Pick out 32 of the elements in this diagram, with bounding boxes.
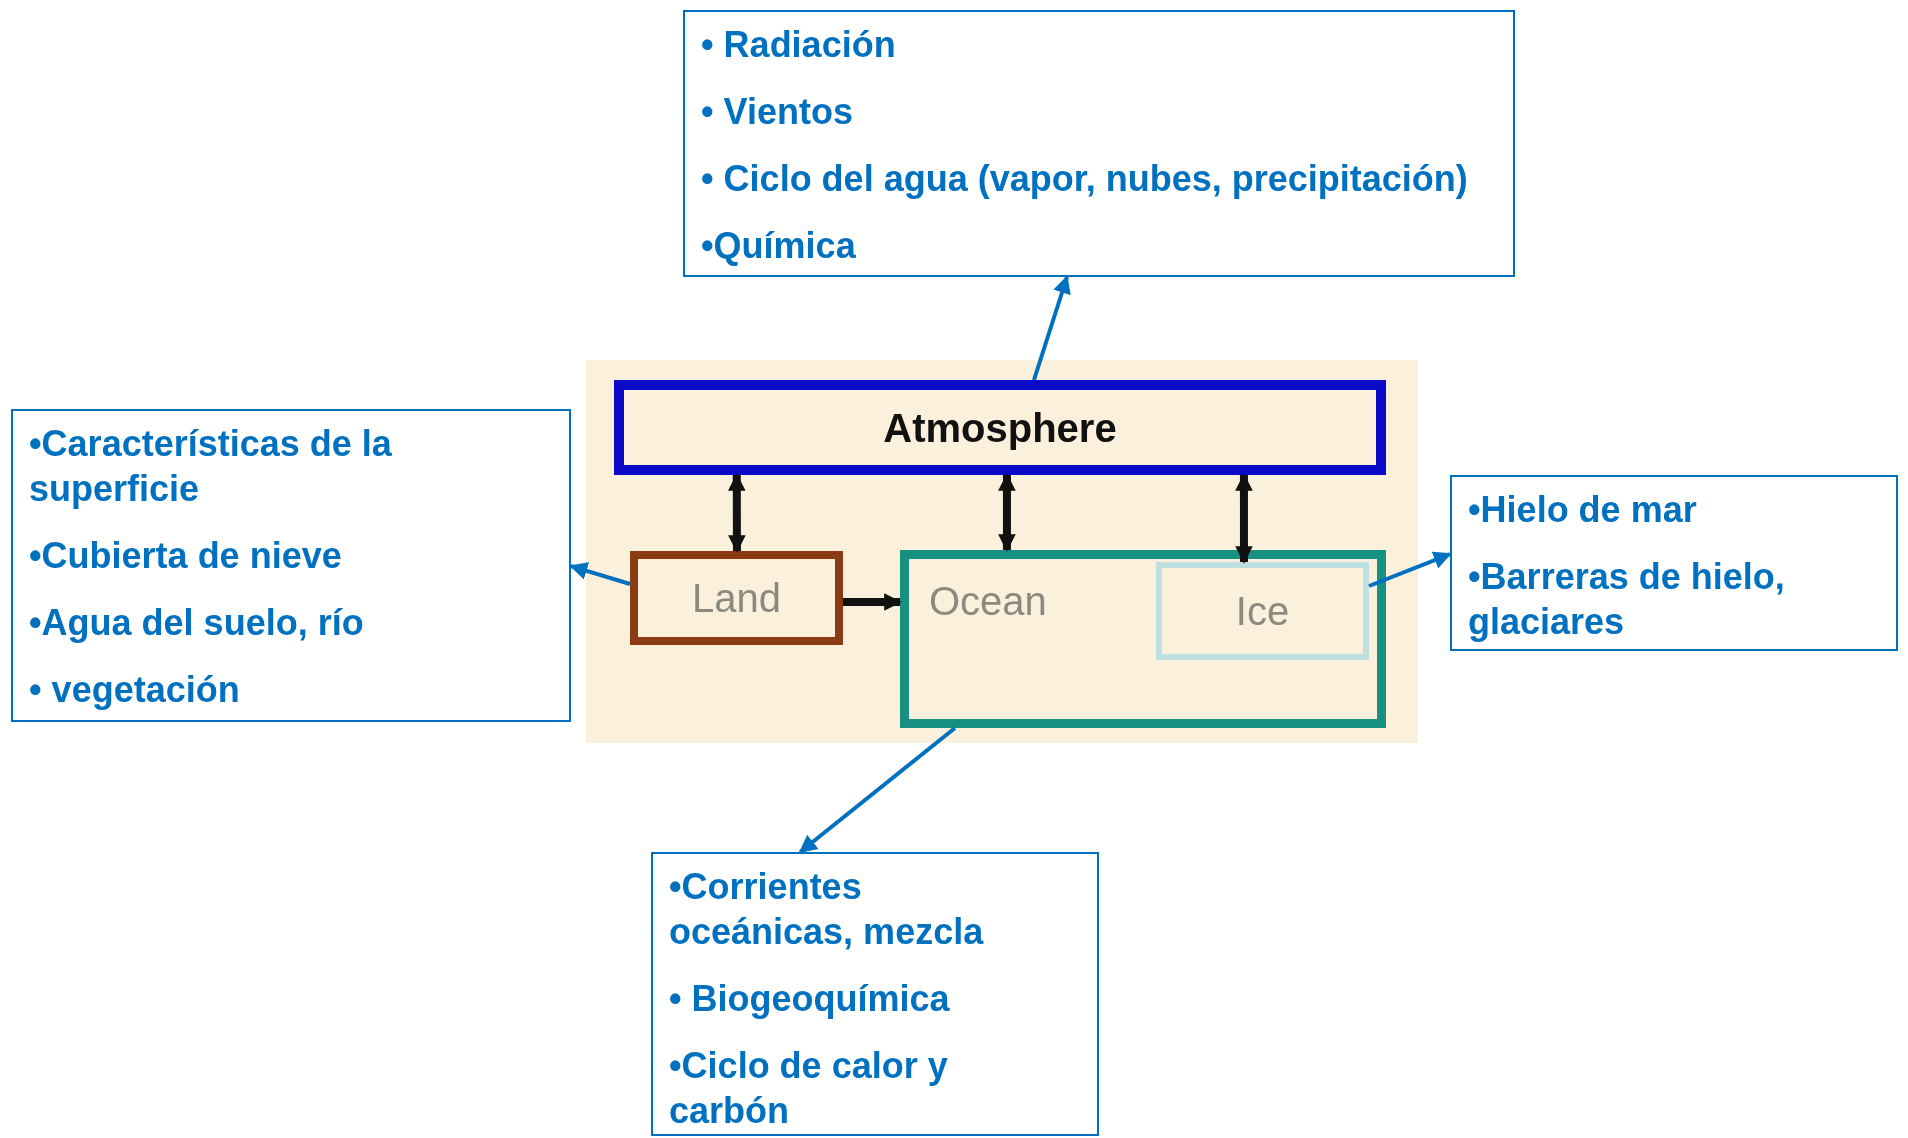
arrow bbox=[998, 473, 1016, 552]
arrow bbox=[1032, 275, 1071, 381]
node-label: Ocean bbox=[929, 578, 1047, 625]
callout-box bbox=[683, 10, 1515, 277]
bullet-text: •Cubierta de nieve bbox=[29, 534, 343, 578]
bullet-text: •Agua del suelo, río bbox=[29, 601, 365, 645]
bullet-text: • Vientos bbox=[701, 90, 854, 134]
bullet-text: •Hielo de mar bbox=[1468, 488, 1698, 532]
ocean-box bbox=[900, 550, 1386, 728]
callout-box bbox=[651, 852, 1099, 1136]
callout-box bbox=[11, 409, 571, 722]
bullet-text: • vegetación bbox=[29, 668, 241, 712]
node-label: Land bbox=[692, 575, 781, 622]
arrow bbox=[798, 726, 957, 854]
atmosphere-box bbox=[614, 380, 1386, 475]
bullet-text: • Biogeoquímica bbox=[669, 977, 951, 1021]
bullet-text: •Corrientes oceánicas, mezcla bbox=[669, 865, 985, 954]
arrow bbox=[569, 562, 631, 586]
bullet-text: •Química bbox=[701, 224, 857, 268]
arrow bbox=[1235, 473, 1253, 564]
arrow bbox=[728, 473, 746, 553]
ice-box bbox=[1156, 562, 1369, 660]
node-label: Ice bbox=[1235, 588, 1290, 635]
bullet-text: •Características de la superficie bbox=[29, 422, 393, 511]
bullet-text: • Ciclo del agua (vapor, nubes, precipitación) bbox=[701, 157, 1469, 201]
bullet-text: •Ciclo de calor y carbón bbox=[669, 1044, 949, 1133]
node-label: Atmosphere bbox=[883, 404, 1117, 452]
callout-box bbox=[1450, 475, 1898, 651]
bullet-text: • Radiación bbox=[701, 23, 897, 67]
bullet-text: •Barreras de hielo, glaciares bbox=[1468, 555, 1786, 644]
land-box bbox=[630, 551, 843, 645]
arrow bbox=[1368, 551, 1452, 588]
